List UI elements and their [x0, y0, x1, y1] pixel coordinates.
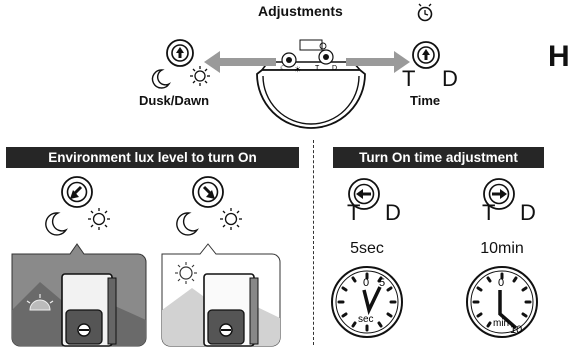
svg-text:T: T [315, 65, 320, 72]
adjustments-diagram: ☾ ☀ T D [151, 3, 440, 129]
dusk-dawn-label: Dusk/Dawn [139, 93, 210, 108]
svg-text:☀: ☀ [294, 65, 301, 74]
time-knob-long [483, 178, 515, 210]
lux-level-title-band: Environment lux level to turn On [6, 147, 299, 168]
svg-text:☾: ☾ [280, 64, 286, 72]
long-d-label: D [520, 200, 536, 225]
svg-text:D: D [332, 65, 337, 72]
clock-dial-long: 0 min 10 [466, 266, 538, 338]
short-time-value: 5sec [350, 240, 384, 257]
dusk-dawn-knob [166, 39, 194, 67]
time-d-label: D [442, 66, 458, 91]
sun-icon [190, 66, 210, 86]
moon-icon [151, 69, 172, 89]
svg-text:sec: sec [358, 314, 374, 325]
svg-text:0: 0 [363, 277, 369, 289]
section-letter: H [548, 40, 570, 73]
time-t-label: T [402, 66, 416, 91]
moon-icon [45, 212, 68, 236]
time-knob [412, 41, 440, 69]
mini-dusk-dawn-knob: ☾ ☀ [280, 52, 301, 74]
time-label: Time [410, 93, 441, 108]
sun-icon [220, 208, 242, 230]
arrow-to-dusk-dawn [204, 51, 276, 73]
time-adjustment-illustration: 0 5 sec 0 min 10 [331, 178, 538, 338]
lux-knob-dusk [61, 176, 93, 208]
lux-knob-dawn [192, 176, 224, 208]
arrow-to-time [346, 51, 410, 73]
lux-level-illustration [11, 176, 281, 347]
time-adjustment-title-band: Turn On time adjustment [333, 147, 544, 168]
clock-dial-short: 0 5 sec [331, 266, 403, 338]
svg-text:0: 0 [498, 277, 504, 289]
svg-text:10: 10 [510, 324, 522, 336]
moon-icon [176, 212, 199, 236]
short-d-label: D [385, 200, 401, 225]
svg-text:5: 5 [379, 277, 385, 289]
clock-icon [417, 3, 433, 22]
sun-icon [88, 208, 110, 230]
svg-text:min: min [493, 318, 509, 329]
device-top-view: ☾ ☀ T D [256, 39, 366, 129]
time-knob-short [348, 178, 380, 210]
long-t-label: T [482, 200, 496, 225]
dawn-scene [161, 243, 281, 347]
dusk-scene [11, 243, 147, 347]
short-t-label: T [347, 200, 361, 225]
panel-divider [313, 140, 314, 345]
adjustments-title: Adjustments [258, 3, 343, 19]
mini-time-knob: T D [315, 42, 337, 72]
long-time-value: 10min [480, 240, 524, 257]
